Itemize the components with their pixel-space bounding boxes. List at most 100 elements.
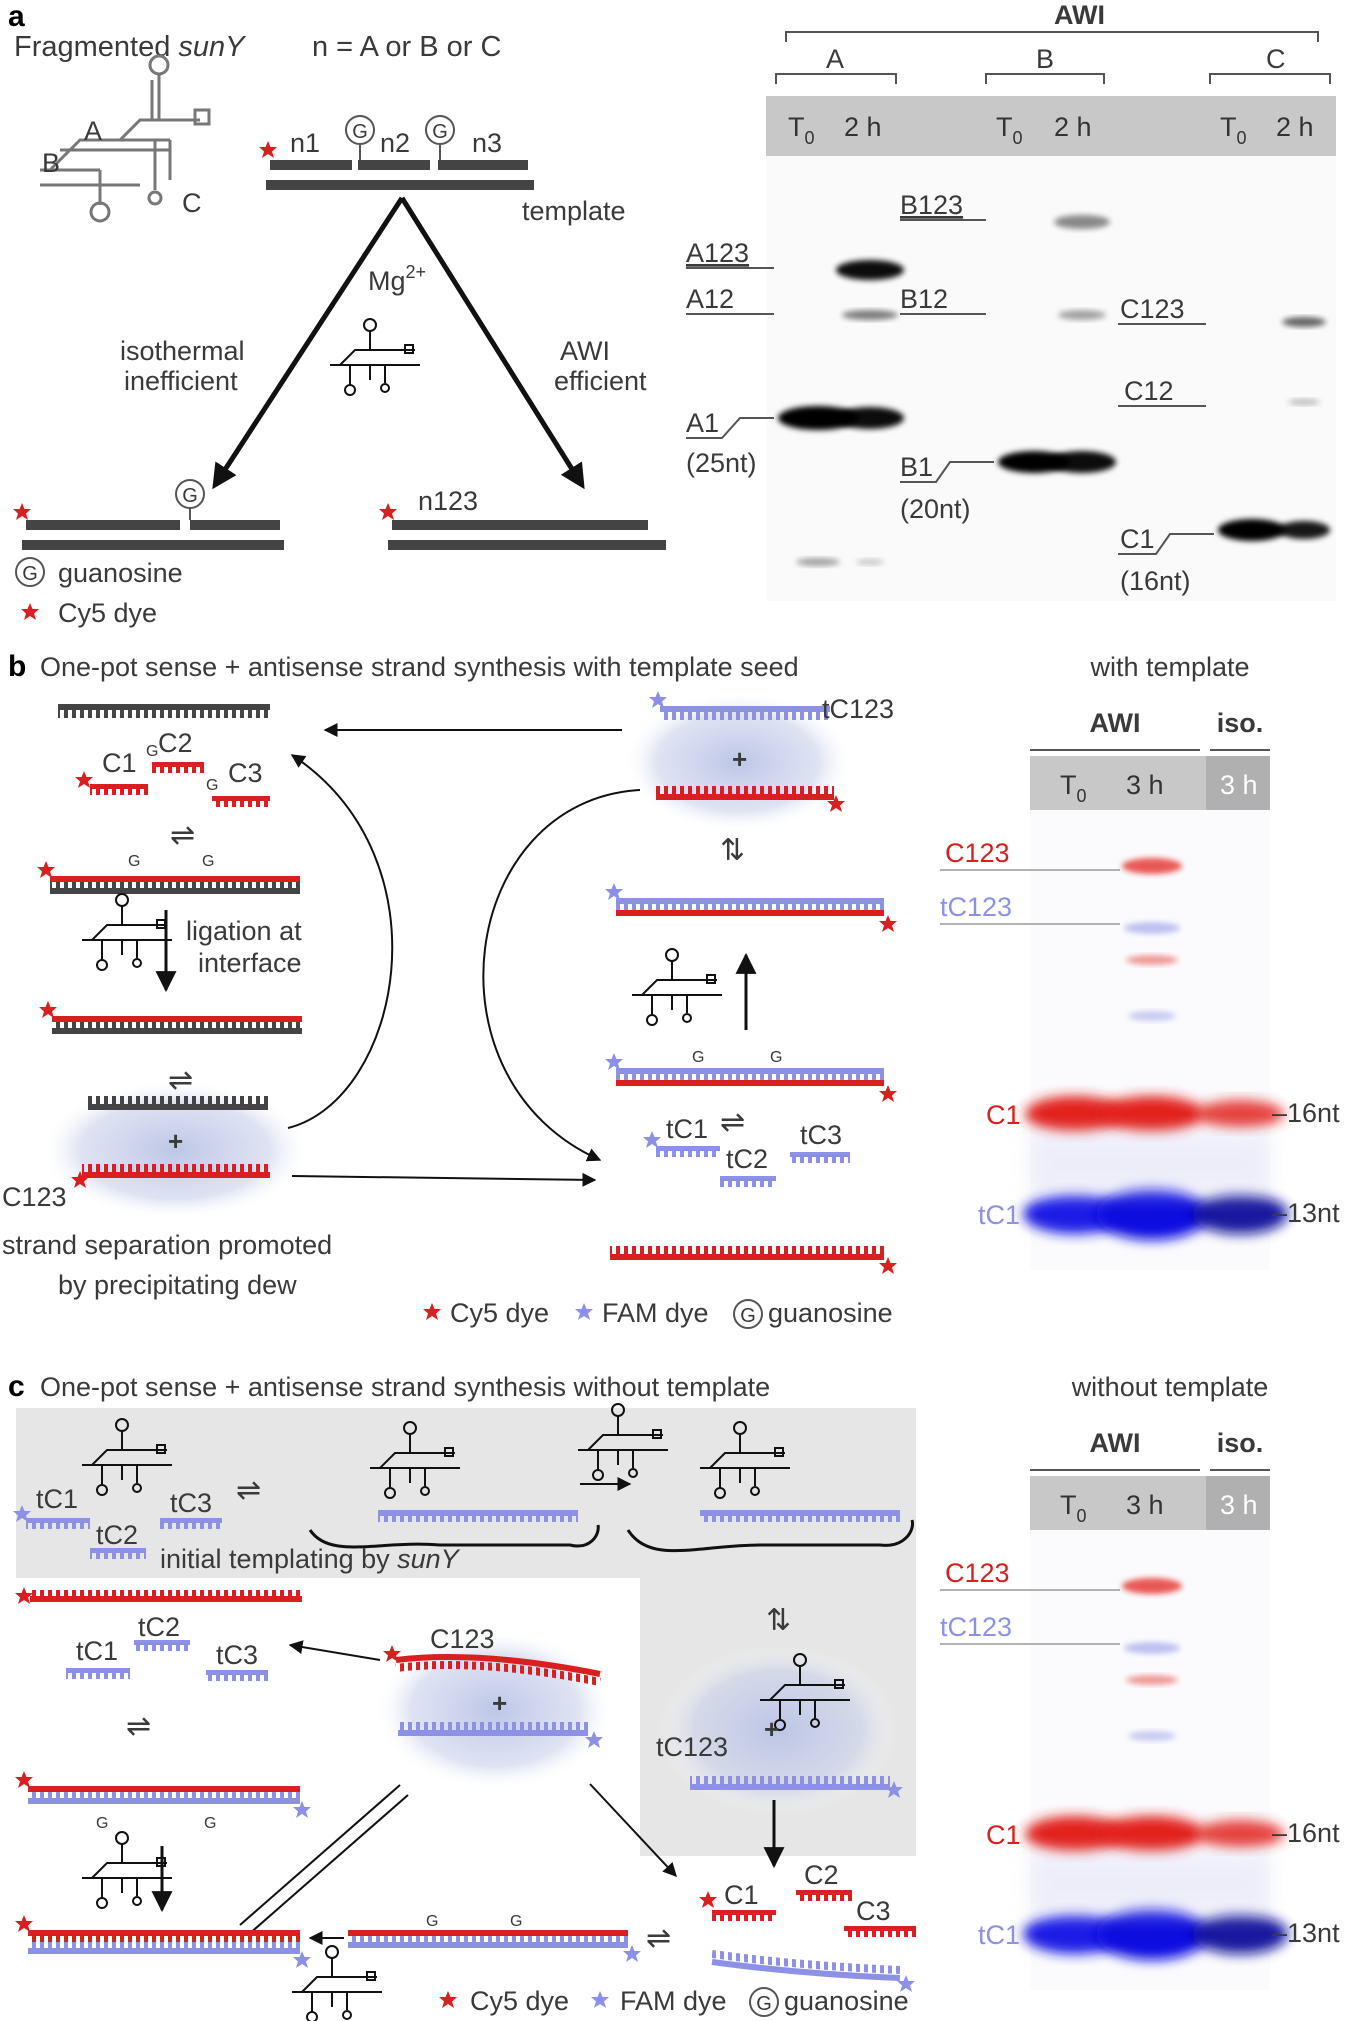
panel-b: b One-pot sense + antisense strand synth… [2, 650, 1340, 1329]
lane-label-2h: 2 h [844, 112, 882, 142]
lane-label-iso-3h: 3 h [1220, 770, 1258, 800]
panel-a: a Fragmented sunY n = A or B or C A B C … [8, 0, 1336, 628]
gel-band [1128, 1731, 1176, 1741]
cy5-dye-icon [379, 503, 397, 520]
ribozyme-icon [81, 893, 173, 971]
size-label-13nt: –13nt [1272, 1198, 1340, 1228]
gel-band [1192, 1194, 1288, 1234]
ligated-product [392, 520, 648, 530]
equilibrium-icon: ⇌ [236, 1474, 261, 1507]
annealed-complex: G G [15, 1771, 311, 1832]
gel-band [1100, 1096, 1204, 1132]
gel-band [836, 407, 904, 429]
svg-text:+: + [168, 1126, 183, 1156]
efficient-label: efficient [554, 366, 647, 396]
annealed-complex: G G [348, 1913, 641, 1962]
tc123-label: tC123 [822, 694, 894, 724]
lane-label-2h: 2 h [1054, 112, 1092, 142]
gel-caption: without template [1071, 1372, 1269, 1402]
svg-text:G: G [756, 1993, 772, 2015]
svg-text:G: G [740, 1305, 756, 1327]
lane-label-t0: T0 [1220, 112, 1247, 148]
size-label-16nt: –16nt [1272, 1098, 1340, 1128]
equilibrium-icon: ⇌ [646, 1922, 671, 1955]
band-label-c123: C123 [945, 838, 1010, 868]
product-label-n123: n123 [418, 486, 478, 516]
gel-band [1126, 1675, 1178, 1685]
panel-letter-c: c [8, 1370, 25, 1403]
fragment-label-tc3: tC3 [170, 1488, 212, 1518]
svg-text:+: + [764, 1714, 779, 1744]
gel-band [1025, 1816, 1125, 1852]
gel-band [1126, 955, 1178, 965]
equilibrium-icon: ⇌ [720, 1106, 745, 1139]
gel-band [1218, 519, 1286, 541]
fragment-label-tc2: tC2 [96, 1520, 138, 1550]
svg-text:+: + [492, 1688, 507, 1718]
isothermal-arrow [212, 196, 405, 490]
isothermal-label: isothermal [120, 336, 245, 366]
panel-a-title: Fragmented sunY [14, 31, 247, 63]
legend-fam: FAM dye [620, 1986, 727, 2016]
gel-band [836, 260, 904, 280]
gel-band [842, 310, 898, 320]
cy5-dye-icon [13, 503, 31, 520]
size-label-16nt: –16nt [1272, 1818, 1340, 1848]
gel-band [1048, 451, 1116, 473]
initial-templating-label: initial templating by sunY [160, 1544, 461, 1574]
panel-c-title: One-pot sense + antisense strand synthes… [40, 1372, 770, 1402]
marker-b1-size: (20nt) [900, 494, 971, 524]
marker-b12: B12 [900, 284, 948, 314]
template-strand [266, 180, 534, 190]
tc123-strand [649, 691, 830, 720]
gel-band [998, 451, 1070, 473]
gel-band [796, 558, 840, 566]
gel-band [1282, 317, 1326, 327]
domain-label-b: B [42, 148, 60, 178]
gel-band [1124, 1642, 1180, 1654]
equilibrium-icon: ⇌ [170, 819, 195, 852]
fragment-label-n3: n3 [472, 128, 502, 158]
fragment-label-tc1: tC1 [76, 1636, 118, 1666]
svg-text:G: G [426, 1913, 438, 1930]
fragment-label-c3: C3 [856, 1896, 891, 1926]
panel-c: c One-pot sense + antisense strand synth… [8, 1370, 1340, 2021]
lane-label-t0: T0 [996, 112, 1023, 148]
marker-c12: C12 [1124, 376, 1174, 406]
template-strand [388, 540, 666, 550]
gel-band [1058, 310, 1106, 320]
gel-band [1025, 1096, 1125, 1132]
marker-b123: B123 [900, 190, 963, 220]
svg-text:+: + [732, 744, 747, 774]
fragment-label-n1: n1 [290, 128, 320, 158]
cy5-dye-icon [21, 603, 39, 620]
fragment-label-c2: C2 [804, 1860, 839, 1890]
marker-c1: C1 [1120, 524, 1155, 554]
separation-label-line2: by precipitating dew [58, 1270, 297, 1300]
cy5-dye-icon [259, 141, 277, 158]
gel-band [1054, 215, 1110, 229]
svg-text:G: G [352, 121, 368, 143]
ligated-complex [39, 1001, 302, 1034]
gel-lane-header [766, 96, 1336, 156]
marker-c123: C123 [1120, 294, 1185, 324]
mg-label: Mg2+ [368, 262, 426, 296]
fragment-n3 [438, 160, 528, 170]
equilibrium-icon: ⇅ [720, 834, 745, 867]
annealed-complex: G G [605, 1049, 897, 1102]
fragment-label-n2: n2 [380, 128, 410, 158]
ribozyme-icon [631, 948, 723, 1026]
svg-text:G: G [128, 853, 140, 870]
legend-fam: FAM dye [602, 1298, 709, 1328]
gel-group-a: A [826, 44, 844, 74]
size-label-13nt: –13nt [1272, 1918, 1340, 1948]
product-fragment [26, 520, 180, 530]
fam-dye-icon [591, 1991, 609, 2008]
suny-templating-structure [626, 1421, 915, 1553]
fragment-label-tc1: tC1 [666, 1114, 708, 1144]
gel-caption: with template [1089, 652, 1249, 682]
c123-label: C123 [2, 1182, 67, 1212]
suny-templating-structure [308, 1421, 600, 1549]
fragment-label-tc3: tC3 [800, 1120, 842, 1150]
